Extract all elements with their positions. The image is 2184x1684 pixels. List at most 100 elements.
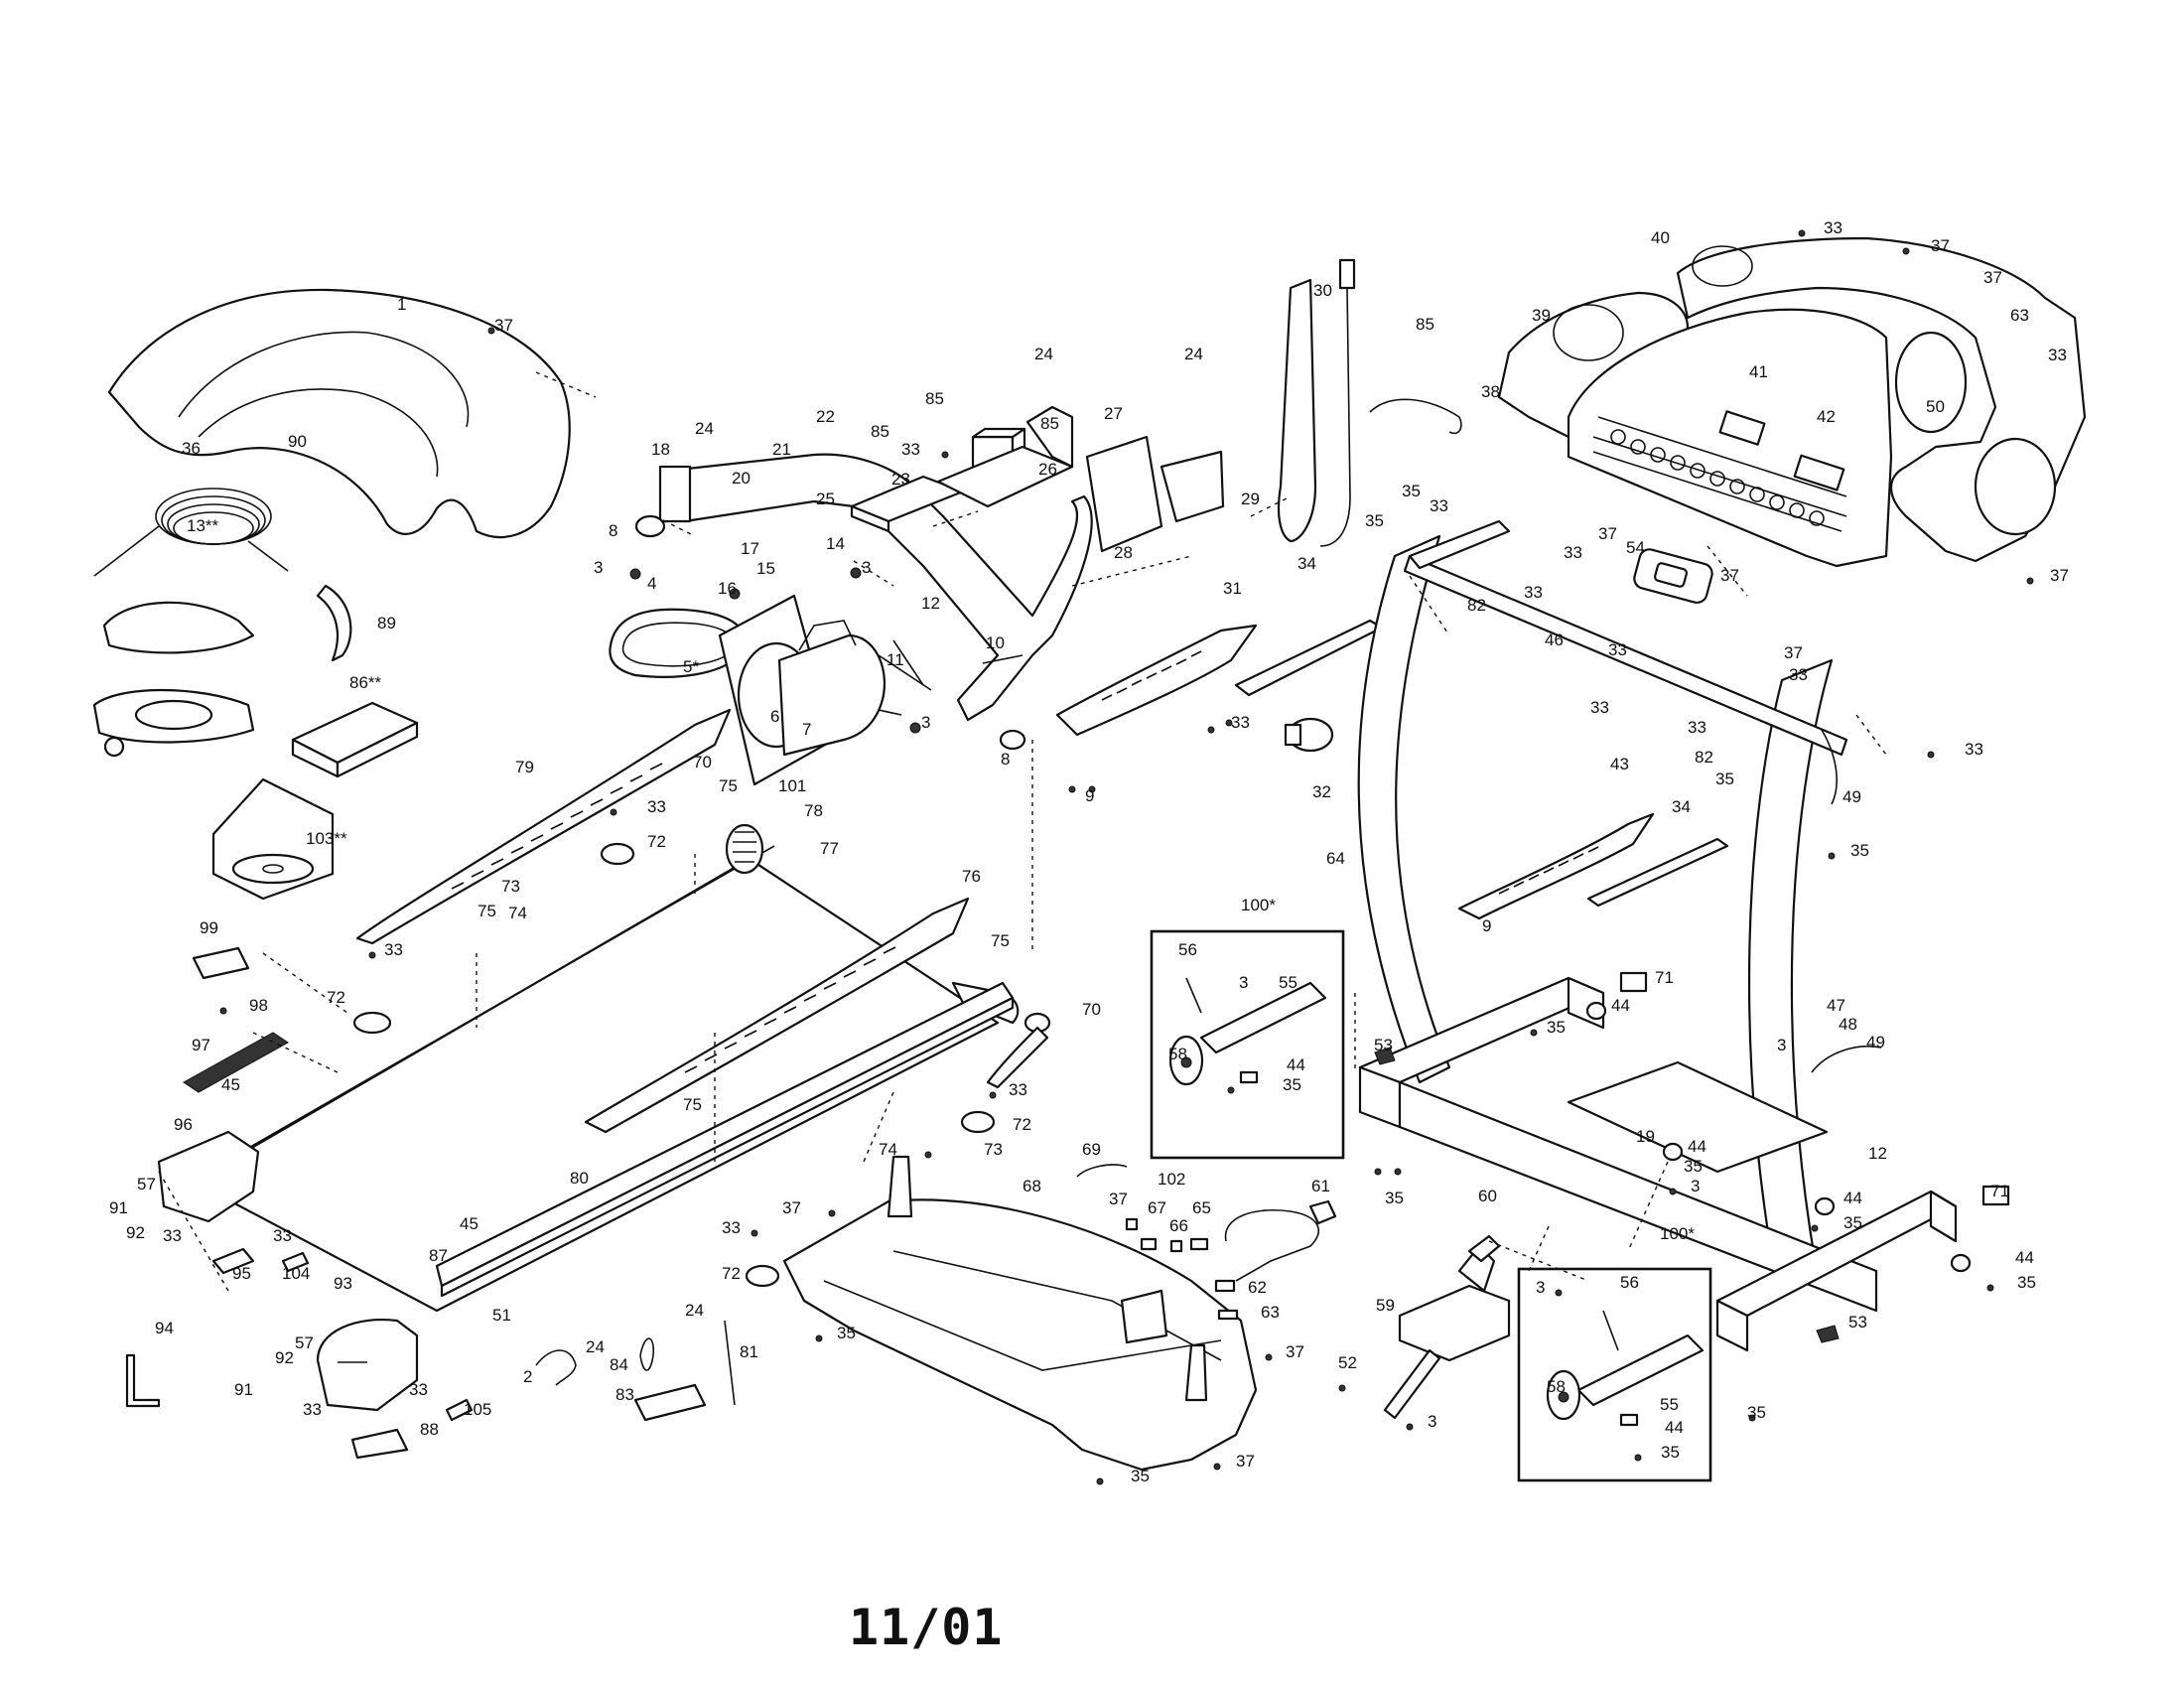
callout-label: 37: [782, 1198, 801, 1217]
callout-label: 79: [515, 758, 534, 776]
callout-label: 45: [460, 1214, 478, 1233]
callout-label: 70: [1082, 1000, 1101, 1019]
callout-label: 32: [1312, 782, 1331, 801]
callout-label: 72: [1013, 1115, 1031, 1134]
callout-label: 72: [647, 832, 666, 851]
rear-endcap-left: [157, 1130, 260, 1223]
callout-label: 56: [1620, 1273, 1639, 1292]
callout-label: 29: [1241, 490, 1260, 508]
callout-label: 33: [1965, 740, 1983, 759]
callout-label: 75: [719, 776, 738, 795]
callout-label: 83: [615, 1385, 634, 1404]
callout-label: 35: [1365, 511, 1384, 530]
walking-deck-top: [192, 845, 1000, 1313]
callout-label: 22: [816, 407, 835, 426]
callout-label: 71: [1990, 1182, 2009, 1200]
callout-label: 64: [1326, 849, 1345, 868]
callout-label: 37: [1720, 566, 1739, 585]
callout-label: 24: [685, 1301, 704, 1320]
callout-label: 35: [1747, 1403, 1766, 1422]
frame-pads: [1374, 971, 2010, 1343]
callout-label: 19: [1636, 1127, 1655, 1146]
drive-motor: [718, 594, 902, 786]
callout-label: 33: [1590, 698, 1609, 717]
callout-label: 37: [1598, 524, 1617, 543]
callout-label: 100*: [1660, 1224, 1695, 1243]
controller-plate: [936, 405, 1074, 508]
callout-label: 3: [1536, 1278, 1545, 1297]
callout-label: 85: [1416, 315, 1434, 334]
callout-label: 37: [1931, 236, 1950, 255]
callout-label: 49: [1843, 787, 1861, 806]
callout-label: 68: [1023, 1177, 1041, 1195]
callout-label: 97: [192, 1036, 210, 1054]
callout-label: 92: [126, 1223, 145, 1242]
callout-label: 57: [137, 1175, 156, 1193]
callout-label: 34: [1672, 797, 1691, 816]
callout-label: 5*: [683, 657, 699, 676]
callout-label: 9: [1482, 916, 1491, 935]
callout-label: 92: [275, 1348, 294, 1367]
callout-label: 91: [234, 1380, 253, 1399]
callout-label: 24: [695, 419, 714, 438]
callout-label: 3: [921, 713, 930, 732]
callout-label: 76: [962, 867, 981, 886]
wire-69: [1076, 1164, 1128, 1178]
callout-label: 87: [429, 1246, 448, 1265]
callout-label: 33: [273, 1226, 292, 1245]
small-pads: [183, 946, 474, 1460]
allen-wrench: [125, 1353, 161, 1408]
console-display-panel: [1567, 308, 1893, 605]
callout-label: 85: [925, 389, 944, 408]
controller-board: [1085, 435, 1225, 553]
callout-label: 3: [862, 558, 871, 577]
left-side-rail: [355, 708, 732, 945]
callout-label: 10: [986, 633, 1005, 652]
callout-label: 37: [1784, 643, 1803, 662]
callout-label: 104: [282, 1264, 310, 1283]
hood-cover: [107, 288, 571, 539]
fasteners: [219, 229, 2034, 1485]
callout-label: 89: [377, 614, 396, 632]
callout-label: 42: [1817, 407, 1836, 426]
callout-label: 84: [610, 1355, 628, 1374]
callout-label: 71: [1655, 968, 1674, 987]
callout-label: 33: [303, 1400, 322, 1419]
callout-label: 37: [2050, 566, 2069, 585]
callout-label: 1: [397, 295, 406, 314]
callout-label: 37: [1983, 268, 2002, 287]
callout-label: 99: [200, 918, 218, 937]
date-code: 11/01: [849, 1599, 1004, 1656]
incline-sensor: [1284, 717, 1334, 753]
callout-label: 4: [647, 574, 656, 593]
callout-label: 55: [1660, 1395, 1679, 1414]
callout-label: 53: [1374, 1036, 1393, 1054]
callout-label: 51: [492, 1306, 511, 1325]
callout-label: 50: [1926, 397, 1945, 416]
incline-motor: [1383, 1234, 1511, 1420]
callout-label: 35: [1850, 841, 1869, 860]
callout-label: 3: [1239, 973, 1248, 992]
callout-label: 69: [1082, 1140, 1101, 1159]
callout-label: 33: [722, 1218, 741, 1237]
speaker-grilles: [1894, 331, 2057, 536]
right-side-rail: [584, 897, 970, 1134]
callout-label: 33: [1688, 718, 1706, 737]
callout-label: 93: [334, 1274, 352, 1293]
callout-label: 33: [1564, 543, 1582, 562]
callout-label: 33: [1009, 1080, 1027, 1099]
callout-label: 28: [1114, 543, 1133, 562]
callout-label: 82: [1467, 596, 1486, 615]
callout-label: 98: [249, 996, 268, 1015]
callout-label: 52: [1338, 1353, 1357, 1372]
callout-label: 38: [1481, 382, 1500, 401]
wheel-kit-right: [1517, 1267, 1712, 1482]
callout-label: 60: [1478, 1187, 1497, 1205]
callout-label: 20: [732, 469, 751, 488]
callout-label: 33: [1608, 640, 1627, 659]
callout-label: 73: [984, 1140, 1003, 1159]
isolators: [352, 842, 996, 1288]
callout-label: 59: [1376, 1296, 1395, 1315]
callout-label: 12: [921, 594, 940, 613]
